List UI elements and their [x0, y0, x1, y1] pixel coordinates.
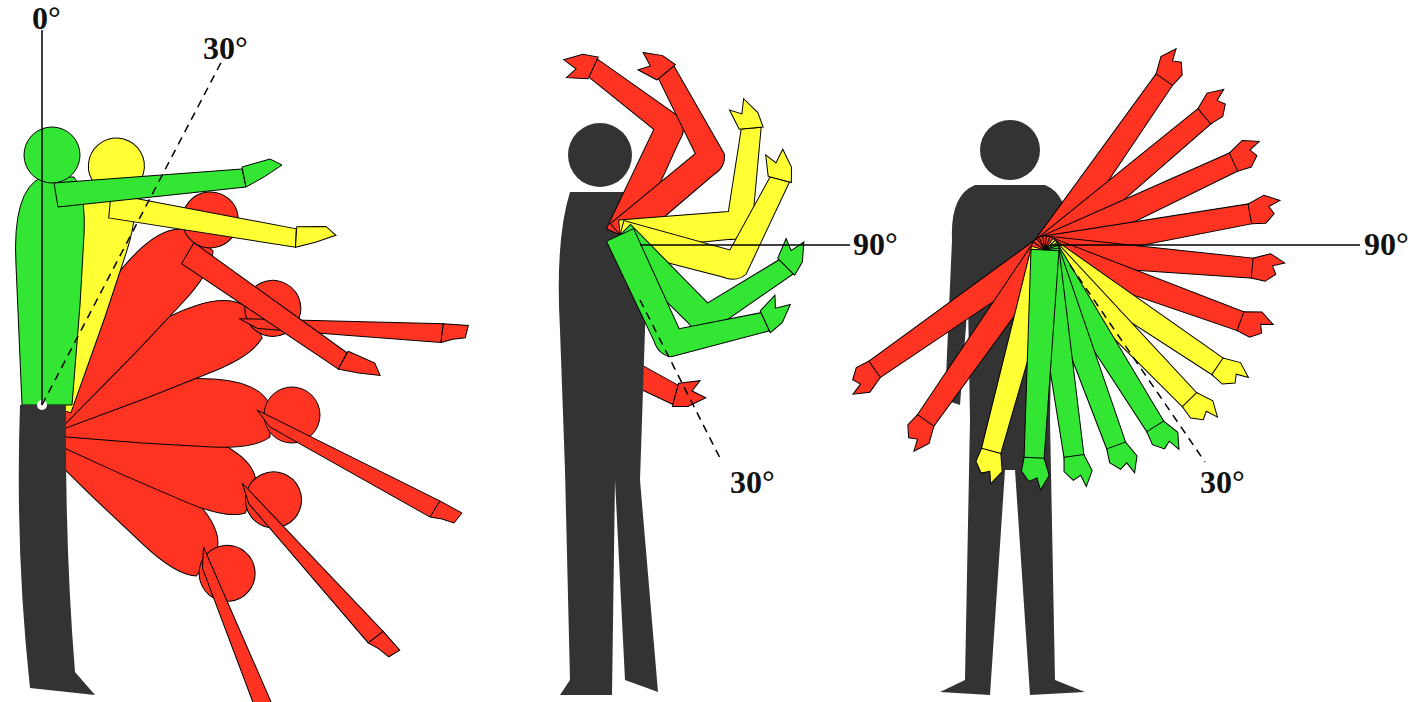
reference-line — [640, 300, 722, 462]
leg-silhouette — [19, 405, 95, 695]
reference-line — [41, 30, 43, 405]
front-arm-figure — [840, 44, 1360, 695]
angle-label: 30° — [1200, 466, 1245, 498]
angle-label: 30° — [730, 466, 775, 498]
reference-line — [1050, 244, 1360, 246]
reference-line — [1070, 265, 1205, 462]
reference-line — [640, 244, 850, 246]
body-silhouette — [568, 123, 632, 187]
angle-label: 90° — [853, 228, 898, 260]
green-zone-arm — [606, 182, 797, 379]
angle-label: 90° — [1364, 228, 1409, 260]
angle-label: 30° — [203, 32, 248, 64]
angle-label: 0° — [32, 2, 61, 34]
green-zone-arm — [1018, 249, 1061, 490]
body-silhouette — [980, 120, 1040, 180]
reference-line — [42, 55, 225, 405]
green-zone-posture — [16, 127, 282, 405]
trunk-bend-figure — [0, 30, 473, 702]
side-arm-figure — [507, 42, 850, 695]
